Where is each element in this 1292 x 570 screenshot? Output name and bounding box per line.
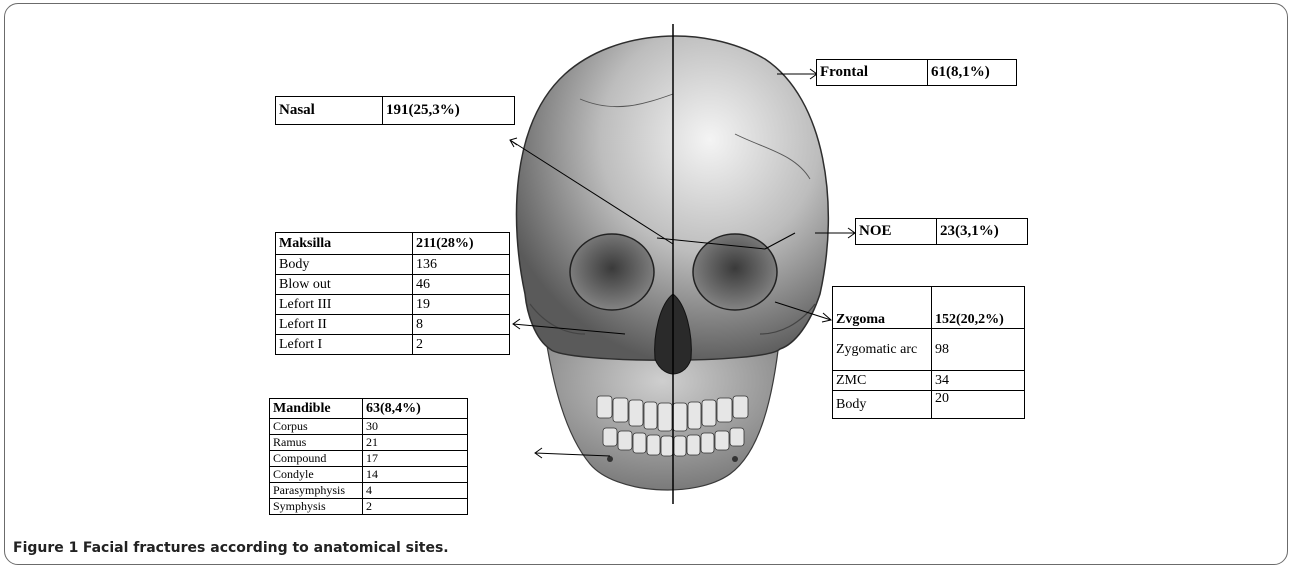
row-value: 2	[363, 499, 468, 515]
row-value: 34	[932, 371, 1025, 391]
table-row: Symphysis 2	[270, 499, 468, 515]
table-row: ZMC 34	[833, 371, 1025, 391]
row-value: 4	[363, 483, 468, 499]
row-label: ZMC	[833, 371, 932, 391]
row-label: Lefort II	[276, 315, 413, 335]
table-row: Corpus 30	[270, 419, 468, 435]
mandible-table: Mandible 63(8,4%) Corpus 30 Ramus 21 Com…	[269, 398, 468, 515]
table-row: Lefort II 8	[276, 315, 510, 335]
skull-illustration	[5, 4, 1288, 565]
zygoma-table: Zvgoma 152(20,2%) Zygomatic arc 98 ZMC 3…	[832, 286, 1025, 419]
row-value: 8	[413, 315, 510, 335]
right-orbit	[693, 234, 777, 310]
maksilla-label: Maksilla	[276, 233, 413, 255]
row-label: Body	[276, 255, 413, 275]
row-label: Parasymphysis	[270, 483, 363, 499]
nasal-value: 191(25,3%)	[383, 97, 515, 125]
table-row: Compound 17	[270, 451, 468, 467]
row-label: Lefort III	[276, 295, 413, 315]
mandible-label: Mandible	[270, 399, 363, 419]
row-value: 98	[932, 329, 1025, 371]
table-row: Lefort I 2	[276, 335, 510, 355]
frontal-table: Frontal 61(8,1%)	[816, 59, 1017, 86]
left-orbit	[570, 234, 654, 310]
row-value: 21	[363, 435, 468, 451]
row-label: Symphysis	[270, 499, 363, 515]
table-row: Zygomatic arc 98	[833, 329, 1025, 371]
maksilla-value: 211(28%)	[413, 233, 510, 255]
noe-table: NOE 23(3,1%)	[855, 218, 1028, 245]
row-label: Condyle	[270, 467, 363, 483]
table-row: Lefort III 19	[276, 295, 510, 315]
row-value: 20	[932, 391, 1025, 419]
nasal-table: Nasal 191(25,3%)	[275, 96, 515, 125]
row-value: 136	[413, 255, 510, 275]
row-label: Body	[833, 391, 932, 419]
row-label: Zygomatic arc	[833, 329, 932, 371]
table-row: Body 136	[276, 255, 510, 275]
mandible-value: 63(8,4%)	[363, 399, 468, 419]
row-value: 19	[413, 295, 510, 315]
row-value: 30	[363, 419, 468, 435]
row-label: Compound	[270, 451, 363, 467]
table-row: Condyle 14	[270, 467, 468, 483]
row-label: Lefort I	[276, 335, 413, 355]
figure-caption: Figure 1 Facial fractures according to a…	[13, 540, 449, 556]
nasal-label: Nasal	[276, 97, 383, 125]
row-label: Blow out	[276, 275, 413, 295]
caption-label: Figure 1	[13, 540, 78, 556]
row-value: 46	[413, 275, 510, 295]
maksilla-table: Maksilla 211(28%) Body 136 Blow out 46 L…	[275, 232, 510, 355]
figure-frame: Nasal 191(25,3%) Frontal 61(8,1%) NOE 23…	[4, 3, 1288, 565]
row-value: 2	[413, 335, 510, 355]
frontal-value: 61(8,1%)	[928, 60, 1017, 86]
row-label: Ramus	[270, 435, 363, 451]
zygoma-value: 152(20,2%)	[932, 287, 1025, 329]
table-row: Parasymphysis 4	[270, 483, 468, 499]
noe-label: NOE	[856, 219, 937, 245]
caption-text: Facial fractures according to anatomical…	[83, 540, 449, 556]
row-value: 14	[363, 467, 468, 483]
frontal-label: Frontal	[817, 60, 928, 86]
table-row: Body 20	[833, 391, 1025, 419]
table-row: Blow out 46	[276, 275, 510, 295]
table-row: Ramus 21	[270, 435, 468, 451]
zygoma-label: Zvgoma	[833, 287, 932, 329]
row-value: 17	[363, 451, 468, 467]
noe-value: 23(3,1%)	[937, 219, 1028, 245]
row-label: Corpus	[270, 419, 363, 435]
